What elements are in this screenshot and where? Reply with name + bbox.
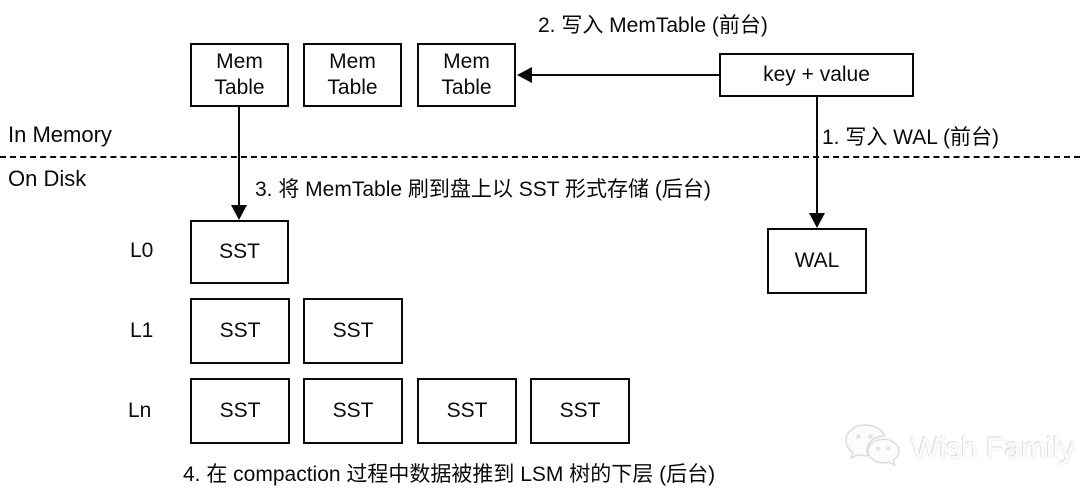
on-disk-region-label: On Disk (8, 166, 87, 191)
sst-label: SST (219, 319, 261, 342)
watermark-text: Wish Family (911, 431, 1075, 465)
memtable-label-line1: Mem (329, 50, 376, 73)
arrow-keyvalue-to-memtable-line (530, 74, 719, 76)
memtable-box-2: Mem Table (303, 43, 402, 107)
wal-label: WAL (794, 249, 840, 272)
sst-label: SST (332, 319, 374, 342)
level-label-ln: Ln (128, 399, 152, 422)
step1-annotation: 1. 写入 WAL (前台) (822, 126, 999, 149)
memtable-box-1: Mem Table (190, 43, 289, 107)
sst-label: SST (446, 399, 488, 422)
sst-label: SST (559, 399, 601, 422)
sst-box-l1-2: SST (303, 298, 403, 364)
memtable-label-line2: Table (441, 76, 492, 99)
memtable-label-line2: Table (327, 76, 378, 99)
arrow-memtable-to-sst-head (231, 205, 247, 220)
sst-label: SST (219, 399, 261, 422)
step4-annotation: 4. 在 compaction 过程中数据被推到 LSM 树的下层 (后台) (183, 463, 716, 486)
sst-box-l0-1: SST (190, 220, 289, 284)
step3-annotation: 3. 将 MemTable 刷到盘上以 SST 形式存储 (后台) (255, 178, 711, 201)
sst-box-ln-2: SST (303, 378, 403, 444)
sst-box-ln-4: SST (530, 378, 630, 444)
sst-box-ln-3: SST (417, 378, 517, 444)
in-memory-region-label: In Memory (8, 122, 112, 147)
memory-disk-divider (0, 156, 1080, 158)
arrow-memtable-to-sst-line (238, 107, 240, 206)
level-label-l0: L0 (130, 239, 154, 262)
wal-box: WAL (767, 228, 867, 294)
arrow-keyvalue-to-memtable-head (517, 67, 532, 83)
watermark: Wish Family (843, 421, 1074, 476)
sst-box-ln-1: SST (190, 378, 290, 444)
sst-label: SST (219, 240, 260, 263)
step2-annotation: 2. 写入 MemTable (前台) (538, 14, 768, 37)
wechat-icon (843, 421, 905, 476)
key-value-label: key + value (763, 63, 870, 86)
memtable-label-line1: Mem (216, 50, 263, 73)
arrow-keyvalue-to-wal-line (816, 97, 818, 214)
sst-box-l1-1: SST (190, 298, 290, 364)
sst-label: SST (332, 399, 374, 422)
level-label-l1: L1 (130, 319, 154, 342)
arrow-keyvalue-to-wal-head (809, 213, 825, 228)
memtable-box-3: Mem Table (417, 43, 516, 107)
key-value-box: key + value (719, 53, 914, 97)
memtable-label-line2: Table (214, 76, 265, 99)
memtable-label-line1: Mem (443, 50, 490, 73)
